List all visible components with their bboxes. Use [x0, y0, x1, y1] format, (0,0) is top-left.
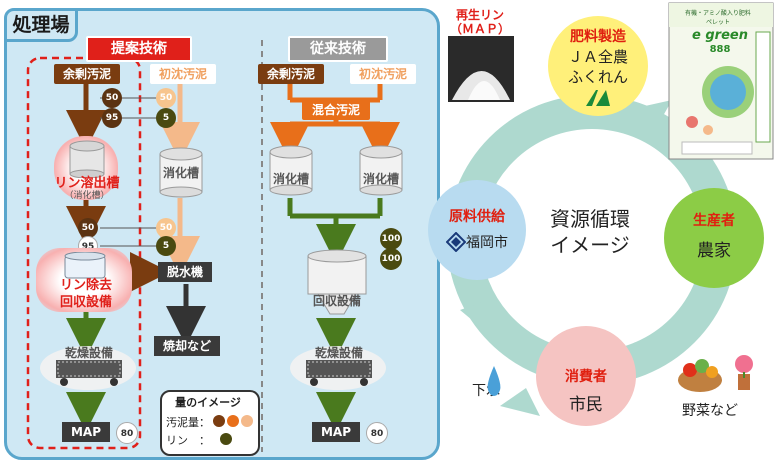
digester-icon	[159, 147, 203, 198]
cycle-center-title: 資源循環	[550, 207, 630, 231]
recovery-label: 回収設備	[312, 294, 361, 308]
proposed-header: 提案技術	[86, 36, 192, 62]
cycle-center-subtitle: イメージ	[550, 233, 630, 257]
legend-box	[160, 390, 260, 456]
mixed-sludge-tag: 混合汚泥	[302, 100, 370, 120]
ja-logo-icon	[586, 90, 610, 106]
sludge-amount: 50	[156, 88, 176, 108]
bag-sub-text: ペレット	[705, 19, 730, 26]
excess-sludge-tag: 余剰汚泥	[54, 64, 120, 84]
conv-excess-sludge-tag: 余剰汚泥	[258, 64, 324, 84]
map-box: MAP	[62, 422, 110, 442]
digester-icon	[269, 145, 313, 196]
recycled-map-label-1: 再生リン	[455, 8, 504, 22]
supplier-name: 福岡市	[466, 235, 508, 251]
dryer-icon	[290, 346, 386, 390]
producer-node	[664, 188, 764, 288]
legend-title: 量のイメージ	[175, 396, 241, 409]
fertilizer-bag-icon	[668, 2, 774, 160]
removal-label-1: リン除去	[59, 278, 112, 293]
dryer-label: 乾燥設備	[64, 346, 113, 360]
water-drop-icon	[487, 366, 501, 396]
map-amount: 80	[116, 422, 138, 444]
incineration-box: 焼却など	[154, 336, 220, 356]
legend-sludge-dot	[213, 415, 225, 427]
sludge-amount: 50	[78, 218, 98, 238]
release-tank-sub: （消化槽）	[64, 191, 110, 201]
legend-phosphorus-dot	[220, 433, 232, 445]
digester-icon	[359, 145, 403, 196]
fukuoka-city-emblem-icon	[446, 232, 466, 252]
dewatering-machine: 脱水機	[158, 262, 212, 282]
fertilizer-role: 肥料製造	[570, 29, 626, 45]
consumer-node	[536, 326, 636, 426]
sludge-amount: 50	[156, 218, 176, 238]
conventional-header: 従来技術	[288, 36, 388, 62]
dryer-icon	[40, 346, 136, 390]
conv-digester-left-label: 消化槽	[272, 172, 309, 186]
consumer-role: 消費者	[565, 369, 607, 385]
recovery-equipment-icon	[307, 249, 367, 315]
removal-label-2: 回収設備	[59, 295, 112, 310]
conv-digester-right-label: 消化槽	[362, 172, 399, 186]
conv-map-amount: 80	[366, 422, 388, 444]
fertilizer-org-2: ふくれん	[567, 68, 628, 86]
primary-sludge-tag: 初沈汚泥	[150, 64, 216, 84]
release-tank-icon	[69, 140, 105, 178]
conv-primary-sludge-tag: 初沈汚泥	[350, 64, 416, 84]
conv-map-box: MAP	[312, 422, 360, 442]
release-tank-label: リン溶出槽	[54, 176, 120, 191]
sludge-amount: 50	[102, 88, 122, 108]
producer-role: 生産者	[693, 213, 735, 229]
vegetables-basket-icon	[678, 355, 753, 392]
bag-top-text: 有機・アミノ酸入り肥料	[685, 10, 751, 17]
phosphorus-amount: 100	[380, 228, 402, 250]
legend-sludge-dot	[227, 415, 239, 427]
fertilizer-org-1: ＪＡ全農	[567, 48, 628, 66]
legend-sludge-dot	[241, 415, 253, 427]
conv-dryer-label: 乾燥設備	[314, 346, 363, 360]
supplier-node	[428, 180, 526, 280]
producer-name: 農家	[697, 241, 731, 261]
vegetables-label: 野菜など	[682, 403, 738, 419]
supplier-role: 原料供給	[449, 209, 505, 225]
recycled-map-label-2: （ＭＡＰ）	[449, 22, 510, 36]
phosphorus-amount: 100	[380, 248, 402, 270]
map-powder-icon	[448, 36, 514, 102]
phosphorus-amount: 5	[156, 108, 176, 128]
removal-equipment-icon	[64, 252, 106, 279]
phosphorus-amount: 5	[156, 236, 176, 256]
panel-title: 処理場	[4, 8, 78, 42]
digester-label: 消化槽	[162, 166, 199, 180]
bag-number: 888	[709, 44, 731, 55]
bag-brand: e green	[692, 28, 748, 43]
legend-phosphorus-label: リン ：	[166, 434, 210, 447]
legend-sludge-label: 汚泥量：	[166, 416, 210, 429]
phosphorus-amount: 95	[102, 108, 122, 128]
fertilizer-node	[548, 16, 648, 116]
consumer-name: 市民	[569, 395, 603, 415]
